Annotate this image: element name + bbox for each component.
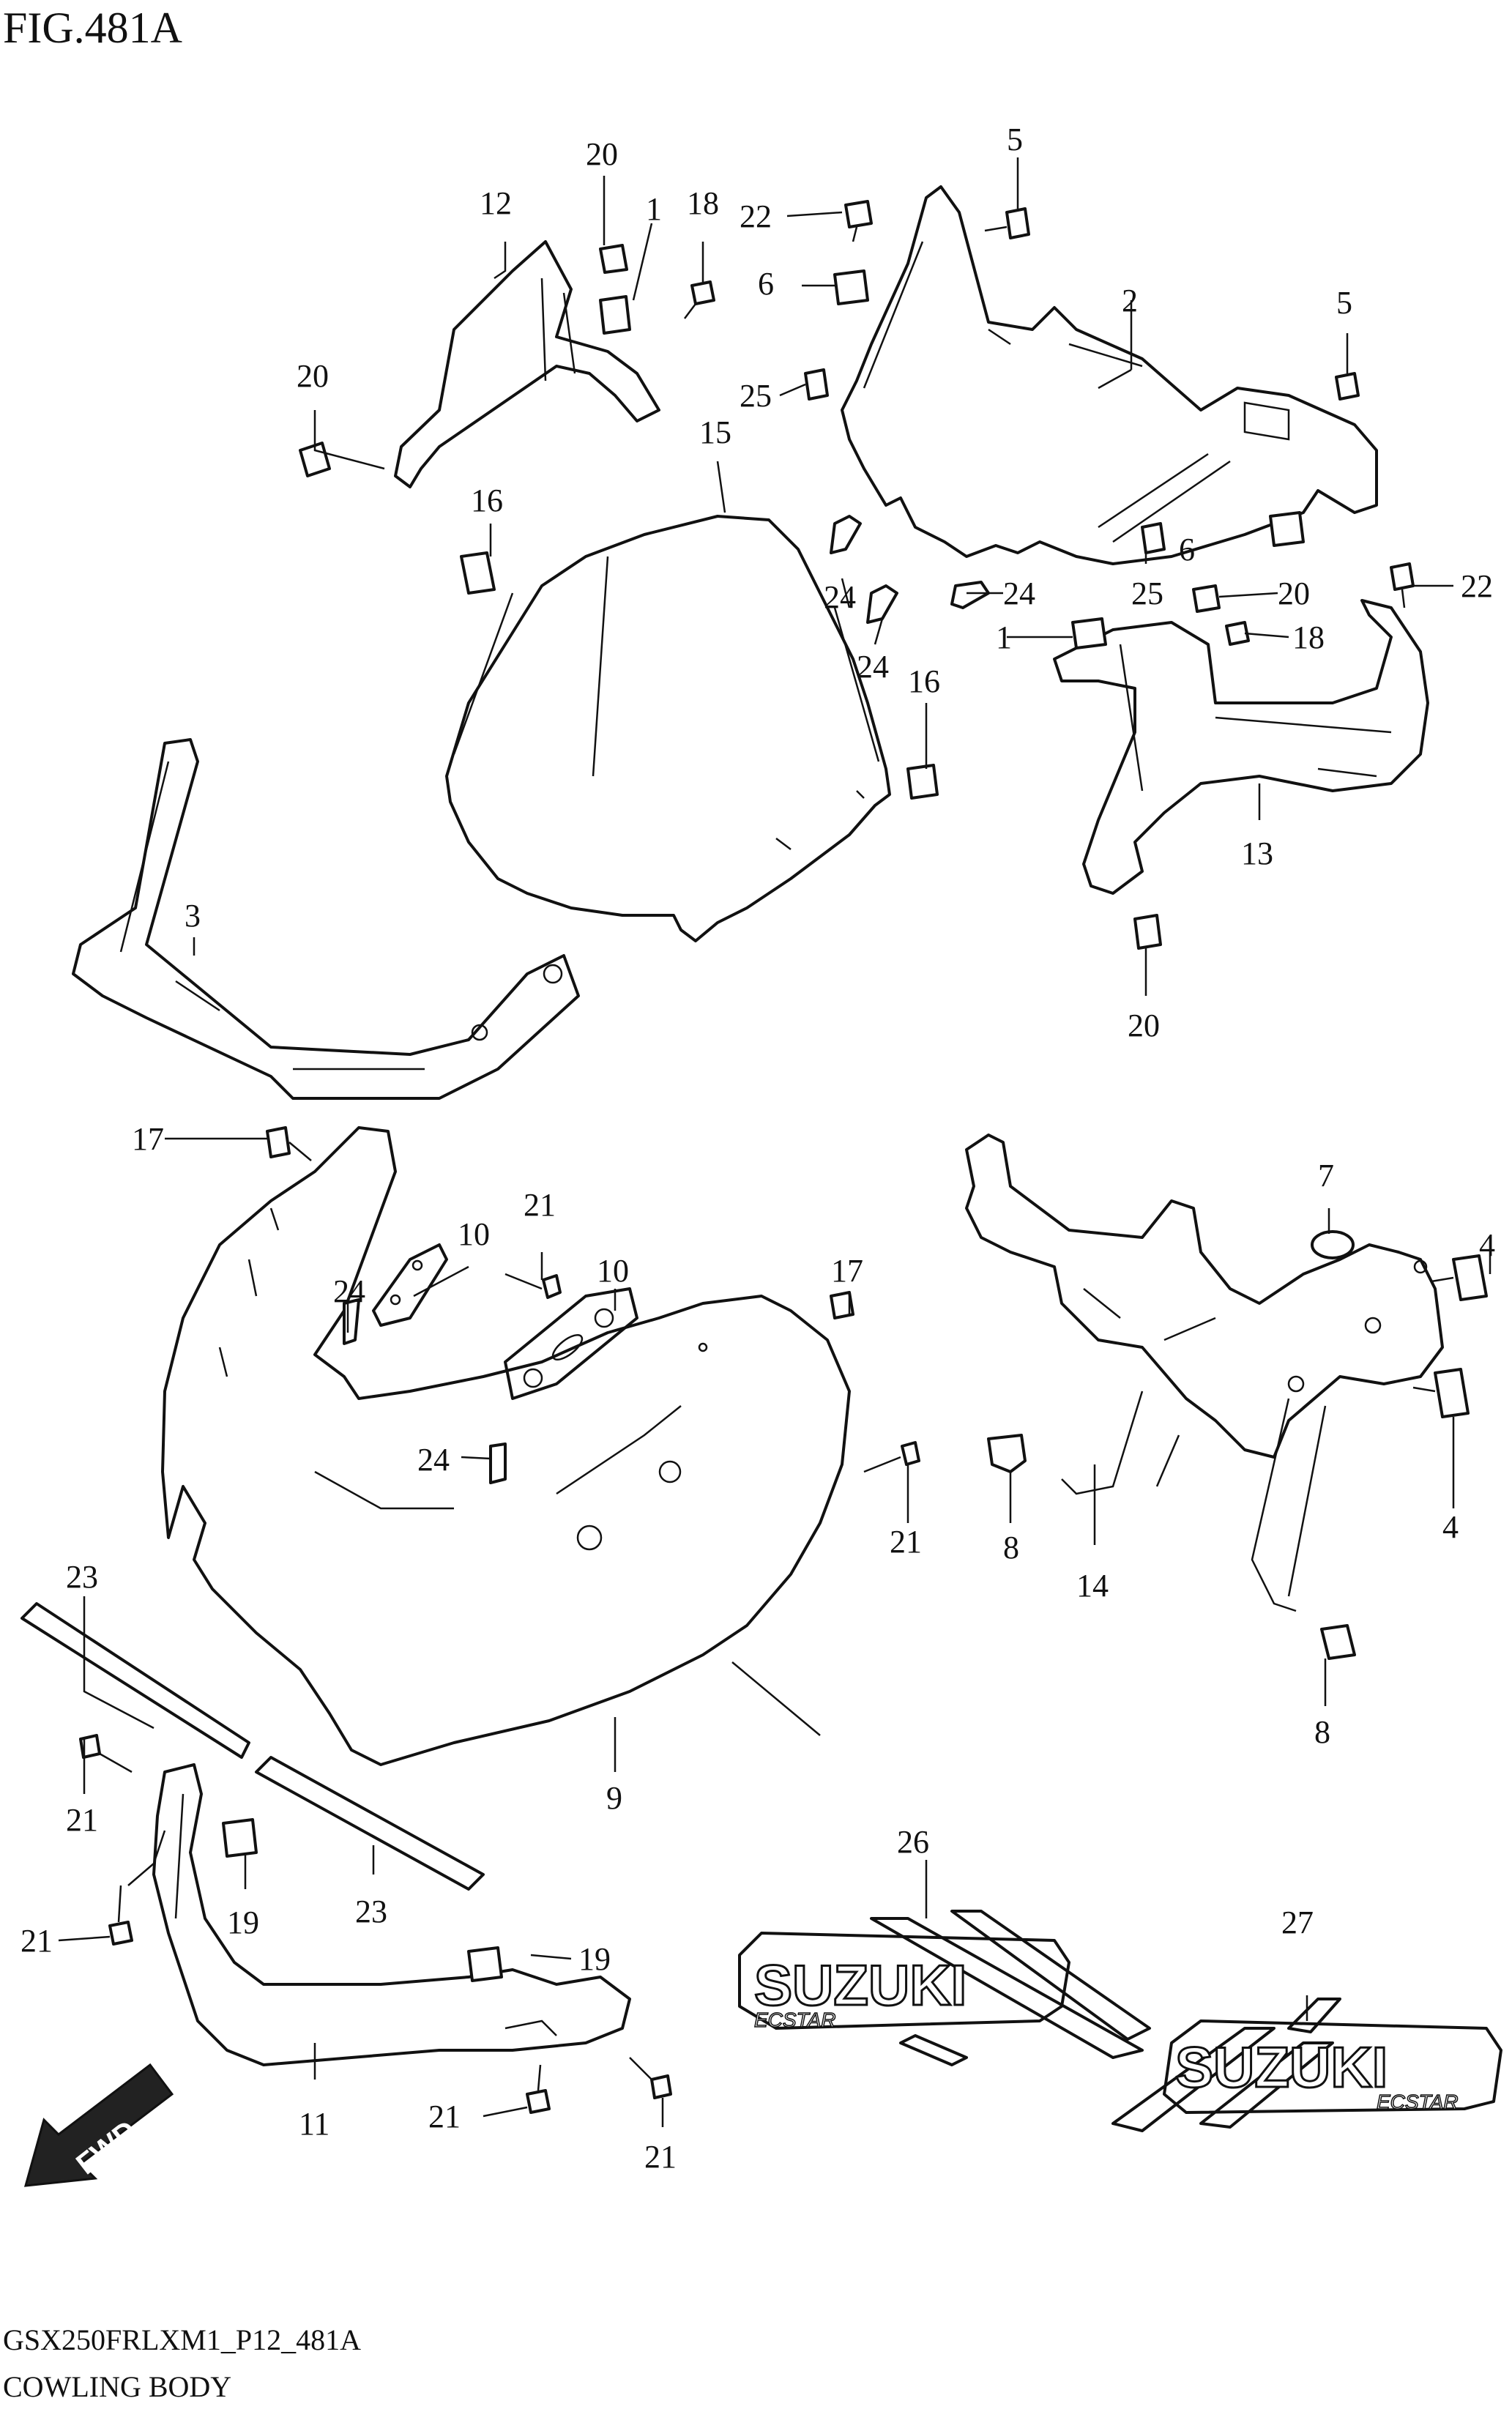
callout-label: 16 (471, 483, 503, 518)
decal-26-brand: SUZUKI (754, 1953, 967, 2017)
callout-label: 24 (824, 579, 856, 615)
callout-label: 27 (1281, 1905, 1314, 1940)
forward-direction-arrow-icon: FWD (23, 2063, 174, 2187)
callout-label: 20 (1278, 576, 1310, 611)
fastener-set (79, 200, 1488, 2114)
decal-26: SUZUKI ECSTAR (738, 1910, 1151, 2066)
part-23-strip-right (255, 1756, 485, 1891)
leader-lines (58, 157, 1491, 2127)
part-15-windscreen (445, 515, 891, 942)
callout-label: 24 (417, 1442, 450, 1478)
callout-label: 23 (355, 1894, 387, 1929)
callout-labels: 20 12 1 18 22 5 6 2 5 20 25 15 16 24 24 … (21, 122, 1495, 2175)
figure-title: FIG.481A (3, 4, 183, 52)
callout-label: 21 (21, 1923, 53, 1959)
callout-label: 25 (740, 378, 772, 414)
section-name: COWLING BODY (3, 2370, 232, 2403)
callout-label: 6 (758, 266, 774, 302)
callout-label: 20 (1128, 1008, 1160, 1043)
callout-label: 17 (132, 1121, 164, 1157)
callout-label: 25 (1131, 576, 1163, 611)
callout-label: 5 (1336, 285, 1352, 321)
part-11-inner-panel (152, 1763, 631, 2066)
callout-label: 16 (908, 663, 940, 699)
callout-label: 26 (897, 1824, 929, 1860)
part-13-right-bracket (1053, 599, 1429, 895)
callout-label: 24 (1003, 576, 1035, 611)
callout-label: 17 (831, 1253, 863, 1289)
callout-label: 1 (646, 191, 662, 227)
callout-label: 21 (890, 1524, 922, 1560)
callout-label: 2 (1122, 283, 1138, 319)
callout-label: 18 (687, 185, 719, 221)
callout-label: 20 (297, 358, 329, 394)
callout-label: 21 (524, 1187, 556, 1223)
callout-label: 21 (428, 2099, 461, 2134)
callout-label: 12 (480, 185, 512, 221)
callout-label: 13 (1241, 835, 1273, 871)
callout-label: 18 (1292, 619, 1325, 655)
callout-label: 9 (606, 1780, 622, 1816)
callout-label: 10 (458, 1216, 490, 1252)
callout-label: 24 (857, 649, 889, 685)
callout-label: 21 (66, 1802, 98, 1838)
callout-label: 4 (1479, 1227, 1495, 1263)
callout-label: 24 (333, 1273, 365, 1309)
callout-label: 14 (1076, 1568, 1109, 1604)
callout-label: 3 (185, 898, 201, 934)
part-3-stay-bar (72, 738, 580, 1100)
callout-label: 22 (740, 198, 772, 234)
part-14-frame-stay (965, 1133, 1444, 1612)
part-10-rubber-pad-upper (372, 1243, 448, 1327)
callout-label: 22 (1461, 568, 1493, 604)
callout-label: 1 (996, 619, 1012, 655)
decal-27: SUZUKI ECSTAR (1111, 1998, 1502, 2132)
decal-27-sub: ECSTAR (1377, 2091, 1459, 2113)
callout-label: 19 (227, 1905, 259, 1940)
part-10-rubber-pad-lower (504, 1287, 638, 1400)
callout-label: 8 (1003, 1530, 1019, 1566)
callout-label: 15 (699, 414, 731, 450)
callout-label: 4 (1442, 1509, 1459, 1545)
callout-label: 11 (299, 2106, 329, 2142)
model-code: GSX250FRLXM1_P12_481A (3, 2323, 361, 2356)
callout-label: 8 (1314, 1714, 1330, 1750)
callout-label: 19 (578, 1941, 611, 1977)
decal-26-sub: ECSTAR (754, 2009, 836, 2031)
callout-label: 23 (66, 1559, 98, 1595)
callout-label: 7 (1318, 1158, 1334, 1194)
part-2-upper-cowl (841, 185, 1378, 565)
callout-label: 5 (1007, 122, 1023, 157)
callout-label: 6 (1179, 532, 1195, 567)
part-9-side-cowl (161, 1126, 851, 1766)
part-12-left-stay (394, 240, 660, 488)
callout-label: 10 (597, 1253, 629, 1289)
decal-27-brand: SUZUKI (1175, 2035, 1388, 2099)
callout-label: 20 (586, 136, 618, 172)
part-23-strip-left (21, 1602, 250, 1759)
callout-label: 21 (644, 2139, 677, 2175)
